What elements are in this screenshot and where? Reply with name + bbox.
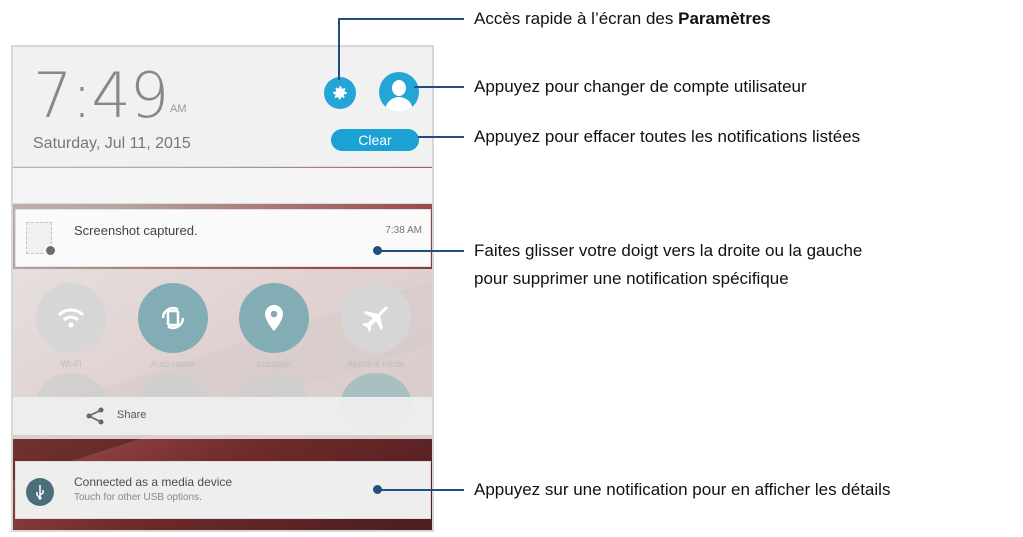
wifi-tile[interactable] bbox=[36, 283, 106, 353]
swipe-callout-line bbox=[378, 250, 464, 252]
tap-callout: Appuyez sur une notification pour en aff… bbox=[474, 480, 891, 499]
screenshot-notification[interactable]: Screenshot captured. 7:38 AM bbox=[15, 209, 431, 267]
notification-header: 7:49 AM Saturday, Jul 11, 2015 Clear bbox=[13, 47, 432, 167]
location-tile[interactable] bbox=[239, 283, 309, 353]
clear-callout-line bbox=[418, 136, 464, 138]
settings-callout-bold: Paramètres bbox=[678, 9, 771, 28]
airplane-mode-label: Airplane mode bbox=[346, 359, 406, 369]
usb-notification-subtitle: Touch for other USB options. bbox=[74, 492, 202, 503]
swipe-callout-line1: Faites glisser votre doigt vers la droit… bbox=[474, 241, 863, 260]
clear-callout: Appuyez pour effacer toutes les notifica… bbox=[474, 127, 861, 146]
user-callout: Appuyez pour changer de compte utilisate… bbox=[474, 77, 807, 96]
user-account-button[interactable] bbox=[379, 72, 419, 112]
clock-ampm: AM bbox=[170, 103, 187, 115]
auto-rotate-tile[interactable] bbox=[138, 283, 208, 353]
usb-notification-title: Connected as a media device bbox=[74, 475, 233, 489]
share-label: Share bbox=[117, 409, 147, 421]
settings-callout-line bbox=[338, 18, 464, 20]
screenshot-badge-icon bbox=[44, 244, 57, 257]
usb-icon bbox=[26, 478, 54, 506]
settings-callout: Accès rapide à l’écran des Paramètres bbox=[474, 6, 771, 32]
phone-screen: 7:49 AM Saturday, Jul 11, 2015 Clear Scr… bbox=[11, 45, 434, 532]
settings-callout-line-vertical bbox=[338, 18, 340, 80]
gear-icon bbox=[333, 86, 347, 100]
header-spacer bbox=[13, 168, 432, 204]
tap-callout-line bbox=[378, 489, 464, 491]
user-callout-line bbox=[414, 86, 464, 88]
airplane-mode-tile[interactable] bbox=[341, 283, 411, 353]
notification-time: 7:38 AM bbox=[385, 225, 422, 236]
notification-title: Screenshot captured. bbox=[74, 223, 198, 238]
airplane-icon bbox=[362, 306, 388, 332]
clear-all-button[interactable]: Clear bbox=[331, 129, 419, 151]
swipe-callout-line2: pour supprimer une notification spécifiq… bbox=[474, 269, 789, 288]
swipe-callout-dot bbox=[373, 246, 382, 255]
usb-notification[interactable]: Connected as a media device Touch for ot… bbox=[15, 461, 431, 519]
user-avatar-body bbox=[385, 97, 413, 112]
user-avatar-icon bbox=[392, 80, 406, 96]
auto-rotate-label: Auto-rotate bbox=[150, 359, 196, 369]
location-label: Location bbox=[256, 359, 292, 369]
rotate-icon bbox=[161, 306, 185, 330]
share-bar[interactable]: Share bbox=[13, 397, 432, 435]
wifi-label: Wi-Fi bbox=[60, 359, 82, 369]
clock-time: 7:49 bbox=[33, 59, 169, 132]
tap-callout-dot bbox=[373, 485, 382, 494]
share-icon bbox=[86, 407, 104, 425]
settings-button[interactable] bbox=[324, 77, 356, 109]
clock-date: Saturday, Jul 11, 2015 bbox=[33, 135, 191, 152]
settings-callout-text: Accès rapide à l’écran des bbox=[474, 9, 679, 28]
wifi-icon bbox=[57, 308, 85, 328]
location-pin-icon bbox=[265, 305, 283, 331]
